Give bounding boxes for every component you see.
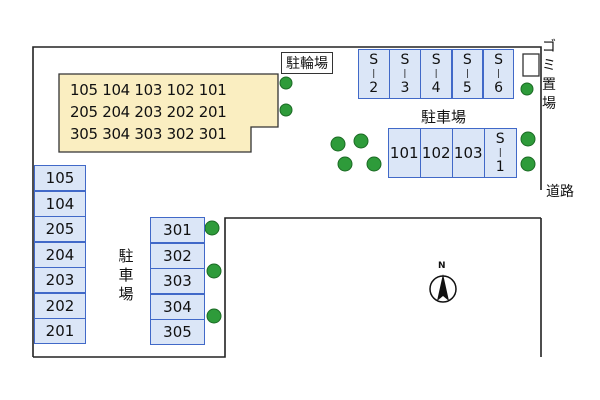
tree bbox=[279, 76, 293, 90]
parking-space: 201 bbox=[34, 318, 86, 344]
parking-space: 303 bbox=[150, 268, 205, 294]
parking-space: S|1 bbox=[484, 128, 517, 178]
parking-space: 304 bbox=[150, 293, 205, 320]
compass bbox=[429, 274, 457, 303]
building-row-2: 205 204 203 202 201 bbox=[70, 103, 227, 121]
parking-space: S|6 bbox=[482, 49, 515, 99]
apartment-building bbox=[58, 73, 279, 153]
parking-space: 203 bbox=[34, 267, 86, 293]
trees bbox=[204, 76, 536, 324]
parking-top-label: 駐車場 bbox=[421, 108, 467, 126]
tree bbox=[520, 131, 536, 147]
garbage-area-box bbox=[522, 53, 540, 77]
parking-space: 204 bbox=[34, 241, 86, 268]
tree bbox=[204, 220, 220, 236]
north-label: N bbox=[438, 261, 446, 271]
parking-space: 301 bbox=[150, 217, 205, 243]
garbage-area-label: ゴミ置場 bbox=[542, 39, 556, 112]
parking-space: S|3 bbox=[389, 49, 421, 99]
property-boundary bbox=[32, 46, 542, 358]
tree bbox=[279, 103, 293, 117]
tree bbox=[520, 156, 536, 172]
tree bbox=[353, 133, 369, 149]
parking-left-label: 駐車場 bbox=[118, 247, 134, 303]
tree bbox=[337, 156, 353, 172]
bicycle-parking-label: 駐輪場 bbox=[281, 52, 333, 74]
building-row-1: 105 104 103 102 101 bbox=[70, 81, 227, 99]
tree bbox=[330, 136, 346, 152]
parking-space: 202 bbox=[34, 292, 86, 319]
parking-space: S|2 bbox=[358, 49, 390, 99]
building-row-3: 305 304 303 302 301 bbox=[70, 125, 227, 143]
parking-space: S|5 bbox=[451, 49, 484, 99]
parking-space: 102 bbox=[420, 128, 453, 178]
parking-space: 101 bbox=[388, 128, 421, 178]
parking-space: 105 bbox=[34, 165, 86, 191]
parking-space: 104 bbox=[34, 190, 86, 217]
parking-space: 305 bbox=[150, 319, 205, 345]
tree bbox=[520, 82, 534, 96]
parking-space: 205 bbox=[34, 216, 86, 242]
tree bbox=[366, 156, 382, 172]
road-label: 道路 bbox=[546, 184, 574, 200]
tree bbox=[206, 263, 222, 279]
parking-space: S|4 bbox=[420, 49, 452, 99]
parking-space: 302 bbox=[150, 242, 205, 269]
tree bbox=[206, 308, 222, 324]
parking-space: 103 bbox=[452, 128, 485, 178]
